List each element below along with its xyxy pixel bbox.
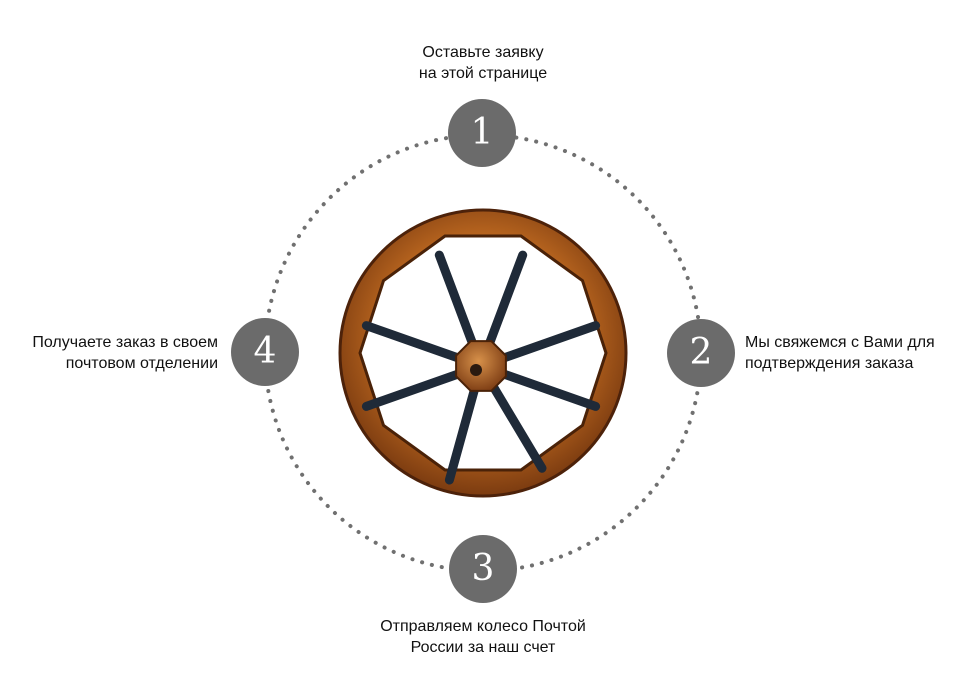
step-3-line-2: России за наш счет [410, 639, 556, 656]
step-3-badge: 3 [449, 535, 517, 603]
step-1-number: 1 [470, 112, 494, 153]
step-1-badge: 1 [448, 99, 516, 167]
step-2-text: Мы свяжемся с Вами для подтверждения зак… [745, 332, 935, 374]
step-4-text: Получаете заказ в своем почтовом отделен… [32, 332, 218, 374]
step-4-number: 4 [253, 331, 277, 372]
step-4-line-1: Получаете заказ в своем [32, 334, 218, 351]
step-4-badge: 4 [231, 318, 299, 386]
wheel-hub [455, 340, 507, 392]
wagon-wheel-image [338, 208, 628, 498]
step-3-number: 3 [471, 548, 495, 589]
step-2-number: 2 [689, 332, 713, 373]
step-1-line-2: на этой странице [418, 65, 548, 82]
step-3-line-1: Отправляем колесо Почтой [380, 618, 586, 635]
step-4-line-2: почтовом отделении [65, 355, 218, 372]
step-2-line-2: подтверждения заказа [745, 355, 914, 372]
step-3-text: Отправляем колесо Почтой России за наш с… [340, 616, 626, 658]
step-2-badge: 2 [667, 319, 735, 387]
step-1-text: Оставьте заявку на этой странице [360, 42, 606, 84]
step-1-line-1: Оставьте заявку [422, 44, 544, 61]
step-2-line-1: Мы свяжемся с Вами для [745, 334, 935, 351]
wheel-hub-bolt [470, 364, 482, 376]
